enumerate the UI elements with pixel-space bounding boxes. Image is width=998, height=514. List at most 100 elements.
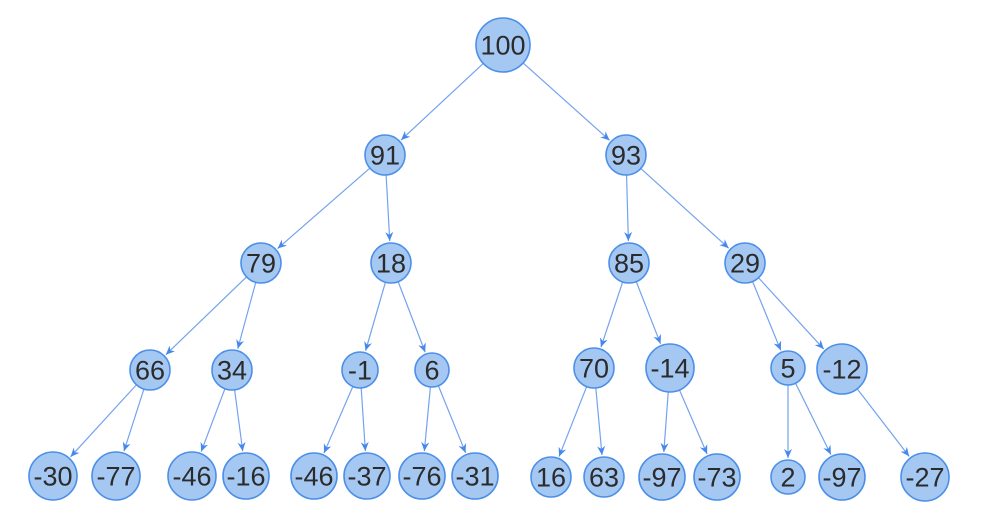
- tree-node-label: -46: [294, 462, 333, 492]
- tree-edge-n4-n10: [397, 281, 426, 353]
- tree-node-label: -73: [697, 463, 736, 493]
- tree-node-63: 63: [583, 456, 625, 498]
- tree-edge-n14-n29: [857, 388, 910, 457]
- tree-node-label: 5: [780, 354, 795, 384]
- tree-node--77: -77: [91, 451, 141, 501]
- tree-node-85: 85: [608, 242, 650, 284]
- tree-node--1: -1: [341, 351, 379, 389]
- tree-node-circle: [693, 453, 741, 501]
- tree-node-circle: [583, 456, 625, 498]
- tree-node-label: -27: [905, 463, 944, 493]
- tree-edge-n5-n12: [635, 281, 662, 344]
- tree-edge-n2-n5: [624, 175, 633, 242]
- tree-node-91: 91: [364, 134, 406, 176]
- tree-edge-n11-n24: [595, 388, 606, 456]
- tree-node-label: -76: [402, 462, 441, 492]
- tree-edge-n8-n18: [234, 390, 246, 452]
- tree-edge-n6-n13: [752, 281, 782, 351]
- tree-node-label: -31: [455, 462, 494, 492]
- tree-node-circle: [129, 349, 171, 391]
- tree-node--14: -14: [645, 343, 695, 393]
- tree-node-circle: [451, 452, 499, 500]
- tree-edge-n1-n3: [277, 168, 370, 250]
- tree-node--12: -12: [816, 343, 868, 395]
- tree-node--46: -46: [290, 452, 338, 500]
- tree-node-18: 18: [370, 242, 412, 284]
- tree-edge-n13-n28: [795, 383, 832, 455]
- tree-node-circle: [645, 343, 695, 393]
- tree-node-circle: [770, 459, 806, 495]
- tree-node-circle: [475, 17, 531, 73]
- tree-node-circle: [222, 452, 270, 500]
- tree-node-circle: [605, 134, 647, 176]
- tree-node-circle: [638, 453, 686, 501]
- tree-node-label: 16: [536, 463, 566, 493]
- tree-edge-n4-n9: [364, 282, 386, 351]
- tree-node-circle: [91, 451, 141, 501]
- tree-edge-n3-n7: [165, 276, 247, 356]
- tree-node-label: -14: [650, 354, 689, 384]
- tree-node-circle: [343, 452, 391, 500]
- tree-node-label: -46: [172, 462, 211, 492]
- tree-node--97: -97: [638, 453, 686, 501]
- tree-node-circle: [370, 242, 412, 284]
- tree-edge-n1-n4: [385, 175, 394, 242]
- tree-node-label: -77: [96, 462, 135, 492]
- tree-node-label: 70: [579, 354, 609, 384]
- tree-node-label: 18: [376, 249, 406, 279]
- tree-edge-n12-n25: [660, 392, 669, 453]
- tree-node-circle: [530, 456, 572, 498]
- tree-edge-n9-n19: [323, 386, 354, 454]
- tree-node--76: -76: [398, 452, 446, 500]
- tree-node-circle: [816, 343, 868, 395]
- tree-node-2: 2: [770, 459, 806, 495]
- tree-edge-n9-n20: [360, 388, 369, 452]
- tree-node-label: 93: [611, 141, 641, 171]
- tree-node-circle: [900, 452, 950, 502]
- tree-node--73: -73: [693, 453, 741, 501]
- tree-node-label: -12: [822, 355, 861, 385]
- tree-node-circle: [167, 451, 217, 501]
- tree-edge-n7-n15: [70, 384, 137, 458]
- tree-node-label: 2: [780, 463, 795, 493]
- tree-node-circle: [724, 242, 766, 284]
- tree-node-circle: [364, 134, 406, 176]
- tree-node--30: -30: [28, 451, 78, 501]
- tree-node-16: 16: [530, 456, 572, 498]
- tree-node-label: -16: [226, 462, 265, 492]
- tree-edge-n12-n26: [679, 390, 708, 455]
- tree-node-label: -97: [822, 463, 861, 493]
- tree-node-66: 66: [129, 349, 171, 391]
- tree-node-label: -1: [348, 356, 372, 386]
- tree-edge-n6-n14: [758, 277, 825, 350]
- tree-node-label: -97: [642, 463, 681, 493]
- tree-node-79: 79: [240, 242, 282, 284]
- tree-node-6: 6: [414, 352, 450, 388]
- tree-node-34: 34: [211, 349, 253, 391]
- tree-edge-n8-n17: [200, 388, 226, 452]
- tree-node-circle: [398, 452, 446, 500]
- tree-node-70: 70: [573, 347, 615, 389]
- tree-edge-n10-n21: [421, 387, 431, 452]
- tree-node-label: 100: [480, 31, 525, 61]
- tree-node-label: 29: [730, 249, 760, 279]
- tree-node-circle: [608, 242, 650, 284]
- tree-node-29: 29: [724, 242, 766, 284]
- tree-node-circle: [818, 453, 866, 501]
- tree-node--16: -16: [222, 452, 270, 500]
- tree-edge-n0-n2: [523, 62, 611, 141]
- tree-edge-n0-n1: [400, 63, 484, 141]
- tree-node-circle: [770, 350, 806, 386]
- tree-node--31: -31: [451, 452, 499, 500]
- tree-node-circle: [28, 451, 78, 501]
- tree-node-label: 79: [246, 249, 276, 279]
- tree-edge-n10-n22: [438, 385, 467, 454]
- tree-node-circle: [414, 352, 450, 388]
- tree-edge-n7-n16: [122, 389, 145, 452]
- tree-node--46: -46: [167, 451, 217, 501]
- tree-node--97: -97: [818, 453, 866, 501]
- tree-node-circle: [211, 349, 253, 391]
